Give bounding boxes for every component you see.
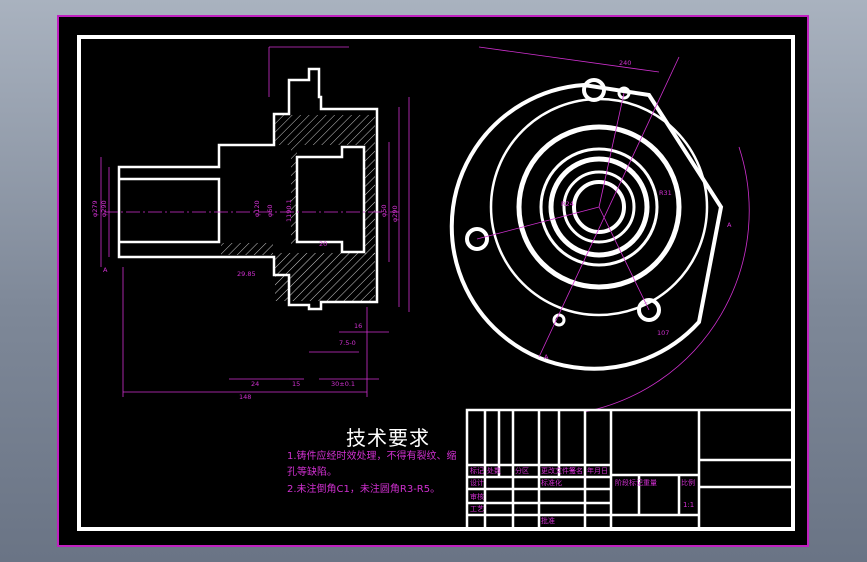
tb-scale-value: 1:1 (683, 501, 695, 509)
tb-label-count: 处数 (487, 467, 501, 475)
dim-16: 16 (354, 322, 362, 330)
ring-6 (572, 180, 626, 234)
tb-label-date: 年月日 (587, 467, 608, 475)
tb-label-stage: 阶段标记 (615, 479, 643, 487)
ring-4 (548, 156, 650, 258)
dim-240: 240 (619, 59, 631, 67)
tb-label-std: 标准化 (541, 479, 562, 487)
dim-148: 148 (239, 393, 251, 401)
dim-r24: R24 (561, 200, 574, 208)
tb-label-weight: 重量 (643, 479, 657, 487)
dim-2985: 29.85 (237, 270, 256, 278)
dim-d290: φ290 (100, 200, 108, 217)
drawing-sheet: φ279 φ290 φ120 φ60 1190.1 φ50 φ290 148 2… (57, 15, 809, 547)
section-marker-a-bottom: A (544, 353, 549, 361)
dim-d120: φ120 (253, 200, 261, 217)
front-view (449, 78, 724, 371)
inner-frame (77, 35, 795, 531)
ring-3 (539, 147, 659, 267)
tb-label-design: 设计 (470, 479, 484, 487)
tb-label-craft: 工艺 (470, 505, 484, 513)
tb-label-scale: 比例 (681, 479, 695, 487)
dim-r31: R31 (659, 189, 672, 197)
small-hole-1 (617, 86, 631, 100)
tb-label-zone: 分区 (515, 467, 529, 475)
dim-30: 30±0.1 (331, 380, 355, 388)
bore-outline (119, 177, 221, 244)
section-marker-a-left: A (103, 266, 108, 274)
dim-15: 15 (292, 380, 300, 388)
title-block (465, 408, 795, 531)
dim-d50: φ50 (380, 204, 388, 217)
tb-label-review: 审核 (470, 493, 484, 501)
technical-note-1-continued: 孔等缺陷。 (287, 467, 337, 478)
tb-label-approve: 批准 (541, 517, 555, 525)
bolt-hole-1 (582, 78, 606, 102)
dimension-lines-left (100, 46, 410, 397)
dim-d60: φ60 (266, 204, 274, 217)
small-hole-2 (552, 313, 566, 327)
section-hatching (221, 115, 375, 301)
dim-24: 24 (251, 380, 259, 388)
bolt-hole-2 (465, 227, 489, 251)
dim-75: 7.5-0 (339, 339, 356, 347)
flange-outline (449, 82, 724, 371)
ring-2 (516, 124, 682, 290)
tb-label-change: 更改文件号 (541, 467, 576, 475)
cad-drawing: φ279 φ290 φ120 φ60 1190.1 φ50 φ290 148 2… (77, 35, 795, 531)
tb-label-mark: 标记 (470, 467, 484, 475)
dim-20: 20 (319, 240, 327, 248)
front-view-dims (476, 46, 750, 413)
technical-note-2: 2.未注倒角C1，未注圆角R3-R5。 (287, 484, 441, 495)
dim-107: 107 (657, 329, 669, 337)
inner-step (295, 145, 366, 254)
dim-d279: φ279 (91, 200, 99, 217)
dim-d1190: 1190.1 (285, 199, 293, 222)
section-marker-a-top: A (727, 221, 732, 229)
tb-label-sign: 签名 (569, 467, 583, 475)
ring-5 (562, 170, 636, 244)
bolt-hole-3 (637, 298, 661, 322)
technical-requirements-title: 技术要求 (346, 426, 430, 450)
dim-d290b: φ290 (391, 205, 399, 222)
technical-note-1: 1.铸件应经时效处理，不得有裂纹、缩 (287, 451, 457, 462)
